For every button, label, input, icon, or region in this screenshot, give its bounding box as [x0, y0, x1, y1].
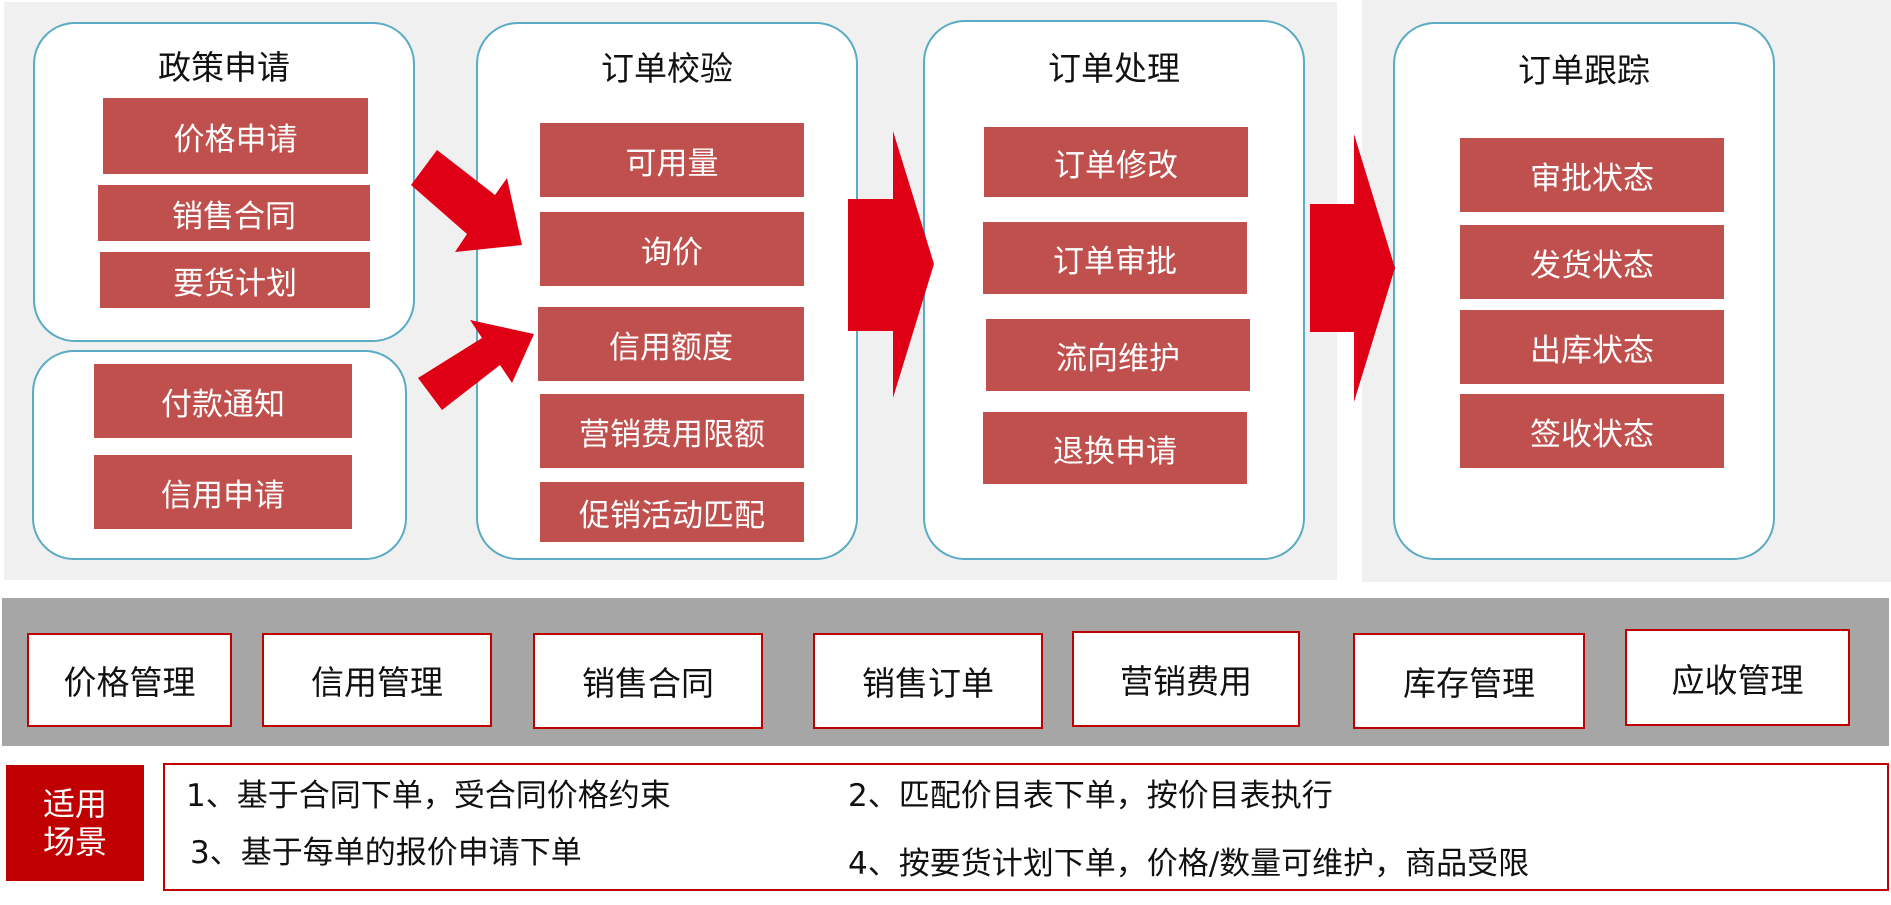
module-inventory-management: 库存管理	[1353, 633, 1585, 729]
item-price-application: 价格申请	[103, 98, 368, 174]
item-supply-plan: 要货计划	[100, 252, 370, 308]
module-price-management: 价格管理	[27, 633, 232, 727]
stage-order-verification: 订单校验 可用量 询价 信用额度 营销费用限额 促销活动匹配	[476, 22, 858, 560]
item-order-approval: 订单审批	[983, 222, 1247, 294]
item-price-inquiry: 询价	[540, 212, 804, 286]
item-approval-status: 审批状态	[1460, 138, 1724, 212]
module-sales-order: 销售订单	[813, 633, 1043, 729]
scenario-item-4: 4、按要货计划下单，价格/数量可维护，商品受限	[848, 846, 1530, 882]
item-flow-maintenance: 流向维护	[986, 319, 1250, 391]
item-shipping-status: 发货状态	[1460, 225, 1724, 299]
scenario-item-1: 1、基于合同下单，受合同价格约束	[186, 778, 671, 814]
stage-track-title: 订单跟踪	[1518, 51, 1650, 90]
module-credit-management: 信用管理	[262, 633, 492, 727]
item-outbound-status: 出库状态	[1460, 310, 1724, 384]
stage-policy-title: 政策申请	[158, 48, 290, 87]
stage-payment-credit: 付款通知 信用申请	[32, 350, 407, 560]
scenario-item-2: 2、匹配价目表下单，按价目表执行	[848, 778, 1333, 814]
item-payment-notice: 付款通知	[94, 364, 352, 438]
item-order-modify: 订单修改	[984, 127, 1248, 197]
stage-order-tracking: 订单跟踪 审批状态 发货状态 出库状态 签收状态	[1393, 22, 1775, 560]
scenario-item-3: 3、基于每单的报价申请下单	[190, 835, 582, 871]
stage-process-title: 订单处理	[1048, 49, 1180, 88]
scenario-box	[163, 763, 1889, 891]
stage-policy-application: 政策申请 价格申请 销售合同 要货计划	[33, 22, 415, 342]
item-available-quantity: 可用量	[540, 123, 804, 197]
item-sales-contract: 销售合同	[98, 185, 370, 241]
item-marketing-expense-limit: 营销费用限额	[540, 394, 804, 468]
item-credit-limit: 信用额度	[538, 307, 804, 381]
item-receipt-status: 签收状态	[1460, 394, 1724, 468]
scenario-label-line1: 适用	[42, 784, 107, 823]
module-marketing-expense: 营销费用	[1072, 631, 1300, 727]
module-sales-contract: 销售合同	[533, 633, 763, 729]
item-return-exchange: 退换申请	[983, 412, 1247, 484]
item-promotion-matching: 促销活动匹配	[540, 482, 804, 542]
stage-verify-title: 订单校验	[601, 49, 733, 88]
scenario-label-line2: 场景	[42, 823, 107, 861]
item-credit-application: 信用申请	[94, 455, 352, 529]
scenario-label: 适用 场景	[6, 765, 144, 881]
module-receivable-management: 应收管理	[1625, 629, 1850, 726]
stage-order-processing: 订单处理 订单修改 订单审批 流向维护 退换申请	[923, 20, 1305, 560]
